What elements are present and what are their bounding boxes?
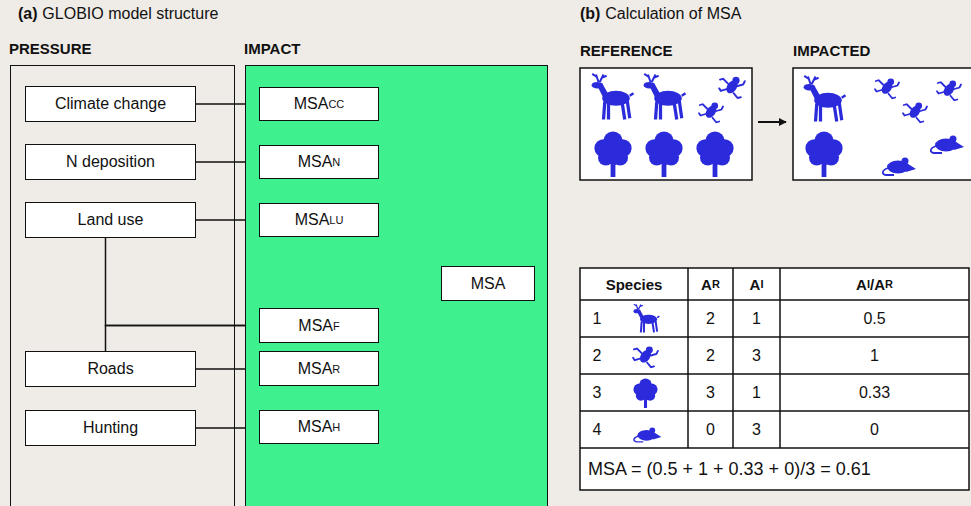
table-cell: 3 bbox=[752, 421, 761, 439]
table-cell-cell: 3 bbox=[733, 337, 780, 374]
result-box: MSA bbox=[441, 266, 535, 301]
species-number-cell: 3 bbox=[580, 374, 614, 411]
model-box: Land use bbox=[25, 202, 196, 238]
model-box: N deposition bbox=[25, 144, 196, 180]
species-number-cell: 4 bbox=[580, 411, 614, 448]
panel-heading: PRESSURE bbox=[9, 40, 92, 57]
panel-heading-cell: REFERENCE bbox=[580, 40, 750, 60]
subscript: CC bbox=[328, 98, 344, 110]
transition-arrow bbox=[758, 121, 786, 123]
reference-panel bbox=[580, 68, 752, 180]
subscript: R bbox=[332, 363, 340, 375]
panel-title: GLOBIO model structure bbox=[42, 5, 218, 23]
model-box: Roads bbox=[25, 351, 196, 387]
table-cell-cell: 0.5 bbox=[780, 300, 969, 337]
table-header: A bbox=[874, 276, 885, 293]
table-cell: 0 bbox=[706, 421, 715, 439]
model-box: MSALU bbox=[259, 203, 379, 237]
panel-title: (a) bbox=[18, 5, 38, 23]
species-number: 3 bbox=[593, 384, 602, 402]
table-cell: 0.5 bbox=[863, 310, 885, 328]
table-cell-cell: 1 bbox=[733, 300, 780, 337]
box-label: Land use bbox=[78, 211, 144, 229]
species-number-cell: 1 bbox=[580, 300, 614, 337]
table-header: A bbox=[856, 276, 867, 293]
formula-cell: MSA = (0.5 + 1 + 0.33 + 0)/3 = 0.61 bbox=[588, 448, 966, 490]
table-cell: 1 bbox=[752, 384, 761, 402]
table-header-cell: Species bbox=[580, 268, 688, 300]
table-cell-cell: 0 bbox=[780, 411, 969, 448]
species-number-cell: 2 bbox=[580, 337, 614, 374]
model-box: MSAN bbox=[259, 145, 379, 179]
connector bbox=[106, 326, 260, 352]
table-cell-cell: 1 bbox=[733, 374, 780, 411]
species-table bbox=[580, 268, 969, 490]
table-cell-cell: 2 bbox=[688, 337, 733, 374]
table-cell: 1 bbox=[870, 347, 879, 365]
panel-title: Calculation of MSA bbox=[605, 5, 741, 23]
table-header: A bbox=[750, 276, 761, 293]
box-label: MSA bbox=[298, 317, 333, 335]
box-label: MSA bbox=[298, 360, 333, 378]
model-box: MSAH bbox=[259, 410, 379, 444]
model-box: MSAR bbox=[259, 351, 379, 386]
panel-title-cell: (b) Calculation of MSA bbox=[580, 3, 960, 25]
box-label: MSA bbox=[295, 211, 330, 229]
subscript: H bbox=[332, 421, 340, 433]
connector bbox=[106, 238, 260, 326]
group-panel: IMPACTMSACCMSANMSALUMSAFMSARMSAHMSA bbox=[245, 65, 548, 506]
box-label: Climate change bbox=[55, 95, 166, 113]
species-number: 4 bbox=[593, 421, 602, 439]
table-header: Species bbox=[606, 276, 663, 293]
panel-heading: IMPACT bbox=[244, 40, 300, 57]
table-cell-cell: 0 bbox=[688, 411, 733, 448]
model-box: MSACC bbox=[259, 87, 379, 121]
table-header-cell: AR bbox=[688, 268, 733, 300]
table-cell: 2 bbox=[706, 310, 715, 328]
table-cell: 0 bbox=[870, 421, 879, 439]
table-cell-cell: 3 bbox=[688, 374, 733, 411]
table-header: I bbox=[760, 278, 763, 290]
table-cell-cell: 2 bbox=[688, 300, 733, 337]
box-label: MSA bbox=[294, 95, 329, 113]
table-cell-cell: 1 bbox=[780, 337, 969, 374]
table-header: R bbox=[885, 278, 893, 290]
box-label: MSA bbox=[298, 418, 333, 436]
species-number: 1 bbox=[593, 310, 602, 328]
panel-title: (b) bbox=[580, 5, 600, 23]
panel-title-cell: (a)GLOBIO model structure bbox=[18, 3, 418, 25]
table-cell-cell: 3 bbox=[733, 411, 780, 448]
table-header: R bbox=[712, 278, 720, 290]
model-box: Climate change bbox=[25, 86, 196, 122]
panel-heading: REFERENCE bbox=[580, 42, 673, 59]
box-label: MSA bbox=[471, 275, 506, 293]
table-cell: 0.33 bbox=[859, 384, 890, 402]
table-header: / bbox=[870, 276, 874, 293]
table-cell: 1 bbox=[752, 310, 761, 328]
box-label: N deposition bbox=[66, 153, 155, 171]
table-header-cell: AI/AR bbox=[780, 268, 969, 300]
table-header: I bbox=[867, 278, 870, 290]
subscript: F bbox=[333, 320, 340, 332]
box-label: Roads bbox=[87, 360, 133, 378]
table-header-cell: AI bbox=[733, 268, 780, 300]
model-box: MSAF bbox=[259, 308, 379, 343]
table-cell: 3 bbox=[752, 347, 761, 365]
box-label: Hunting bbox=[83, 419, 138, 437]
formula: MSA = (0.5 + 1 + 0.33 + 0)/3 = 0.61 bbox=[588, 459, 871, 480]
species-number: 2 bbox=[593, 347, 602, 365]
table-cell: 3 bbox=[706, 384, 715, 402]
group-panel: PRESSUREClimate changeN depositionLand u… bbox=[10, 65, 235, 506]
subscript: LU bbox=[329, 214, 343, 226]
subscript: N bbox=[332, 156, 340, 168]
model-box: Hunting bbox=[25, 410, 196, 446]
panel-heading-cell: IMPACTED bbox=[793, 40, 963, 60]
panel-heading: IMPACTED bbox=[793, 42, 870, 59]
table-header: A bbox=[701, 276, 712, 293]
box-label: MSA bbox=[298, 153, 333, 171]
table-cell-cell: 0.33 bbox=[780, 374, 969, 411]
impacted-panel bbox=[793, 68, 971, 180]
table-cell: 2 bbox=[706, 347, 715, 365]
